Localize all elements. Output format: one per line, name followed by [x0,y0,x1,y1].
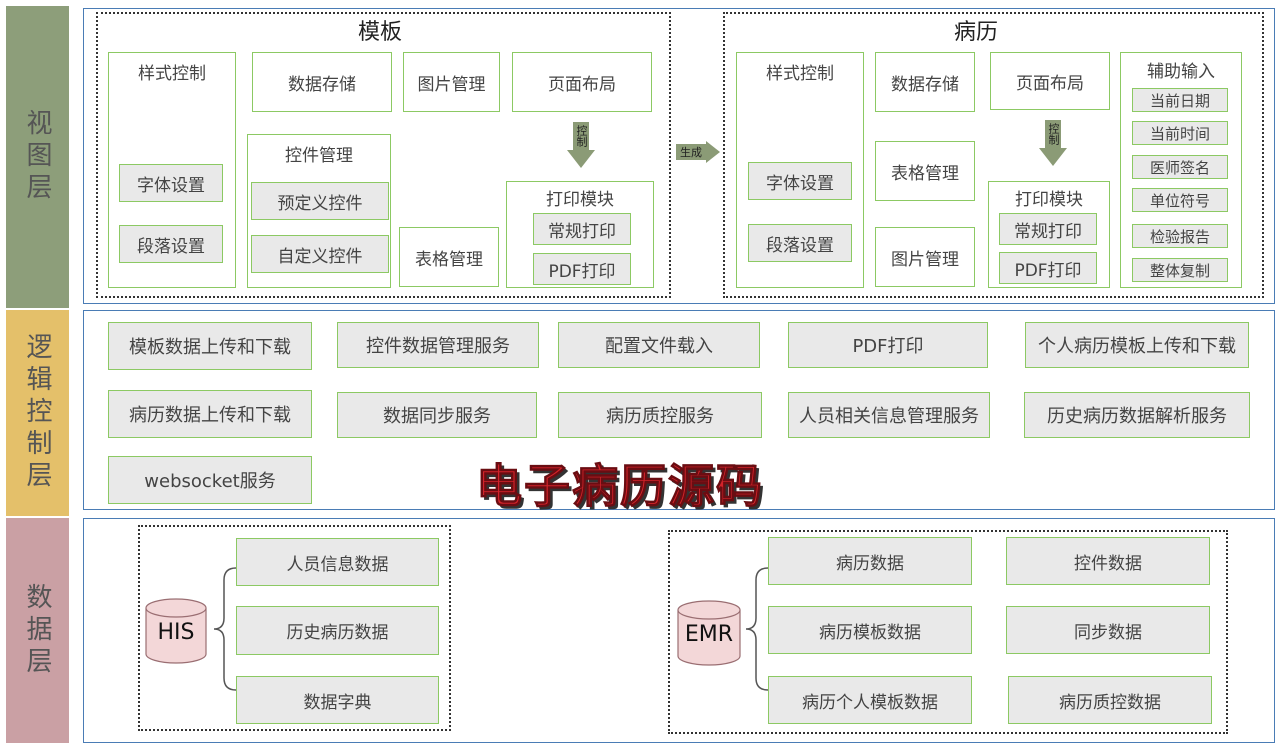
his-group [138,525,451,731]
service-personnel-info-mgmt: 人员相关信息管理服务 [788,392,990,438]
his-label: HIS [157,620,195,645]
record-image-mgmt: 图片管理 [875,227,975,287]
data-layer-label: 数据层 [22,582,52,679]
emr-item-record: 病历数据 [768,537,972,585]
template-print-module-label: 打印模块 [546,190,614,210]
his-item-personnel: 人员信息数据 [236,538,439,586]
view-layer-label: 视图层 [22,109,52,205]
emr-item-record-template: 病历模板数据 [768,606,972,654]
service-record-qc: 病历质控服务 [558,392,762,438]
record-style-control-label: 样式控制 [766,64,834,84]
emr-group [668,530,1228,734]
aux-item-lab-report: 检验报告 [1132,224,1228,248]
data-layer-band: 数据层 [6,518,69,743]
service-control-data-mgmt: 控件数据管理服务 [337,322,539,368]
template-paragraph-setting: 段落设置 [119,225,223,263]
template-normal-print: 常规打印 [533,213,631,245]
template-group [96,12,671,298]
record-control-arrow: 控制 [1039,120,1067,168]
template-predefined-control: 预定义控件 [251,182,389,220]
record-paragraph-setting: 段落设置 [748,224,852,262]
record-control-arrow-label: 控制 [1045,120,1061,148]
service-data-sync: 数据同步服务 [337,392,537,438]
record-pdf-print: PDF打印 [999,252,1097,284]
aux-item-unit-symbol: 单位符号 [1132,188,1228,212]
aux-item-current-date: 当前日期 [1132,88,1228,112]
logic-layer-band: 逻辑控制层 [6,310,69,516]
aux-item-copy-all: 整体复制 [1132,258,1228,282]
his-item-data-dictionary: 数据字典 [236,676,439,724]
record-aux-input-label: 辅助输入 [1147,62,1215,82]
service-websocket: websocket服务 [108,456,312,504]
service-config-load: 配置文件载入 [558,322,760,368]
aux-item-doctor-signature: 医师签名 [1132,155,1228,179]
aux-item-current-time: 当前时间 [1132,121,1228,145]
emr-item-personal-template: 病历个人模板数据 [768,676,972,724]
view-layer-band: 视图层 [6,6,69,308]
template-data-storage: 数据存储 [252,52,392,112]
record-normal-print: 常规打印 [999,213,1097,245]
record-title: 病历 [953,20,998,45]
template-page-layout: 页面布局 [512,52,652,112]
template-font-setting: 字体设置 [119,164,223,202]
emr-database-icon [677,600,741,666]
template-control-arrow: 控制 [567,122,595,170]
service-personal-template-upload-download: 个人病历模板上传和下载 [1025,322,1249,368]
template-image-mgmt: 图片管理 [403,52,500,112]
record-data-storage: 数据存储 [875,52,975,112]
emr-item-control-data: 控件数据 [1006,537,1210,585]
logic-layer-label: 逻辑控制层 [22,333,52,493]
record-print-module-label: 打印模块 [1015,190,1083,210]
generate-arrow-label: 生成 [676,144,706,160]
generate-arrow: 生成 [676,141,720,163]
template-title: 模板 [357,20,402,45]
watermark-text: 电子病历源码 [476,459,764,514]
template-pdf-print: PDF打印 [533,253,631,285]
emr-item-sync-data: 同步数据 [1006,606,1210,654]
emr-item-record-qc-data: 病历质控数据 [1008,676,1212,724]
record-font-setting: 字体设置 [748,162,852,200]
his-brace-icon [213,567,237,691]
template-table-mgmt: 表格管理 [399,227,499,287]
template-style-control-label: 样式控制 [138,64,206,84]
emr-brace-icon [745,567,769,691]
service-template-upload-download: 模板数据上传和下载 [108,322,312,370]
record-page-layout: 页面布局 [990,52,1110,110]
his-database-icon [145,598,207,664]
service-pdf-print: PDF打印 [788,322,988,368]
service-history-record-parse: 历史病历数据解析服务 [1024,392,1250,438]
template-custom-control: 自定义控件 [251,235,389,273]
emr-label: EMR [684,622,734,647]
record-table-mgmt: 表格管理 [875,141,975,201]
template-control-arrow-label: 控制 [573,122,589,150]
record-group [723,12,1264,298]
template-control-mgmt-label: 控件管理 [285,146,353,166]
service-record-upload-download: 病历数据上传和下载 [108,390,312,438]
his-item-history-record: 历史病历数据 [236,606,439,655]
